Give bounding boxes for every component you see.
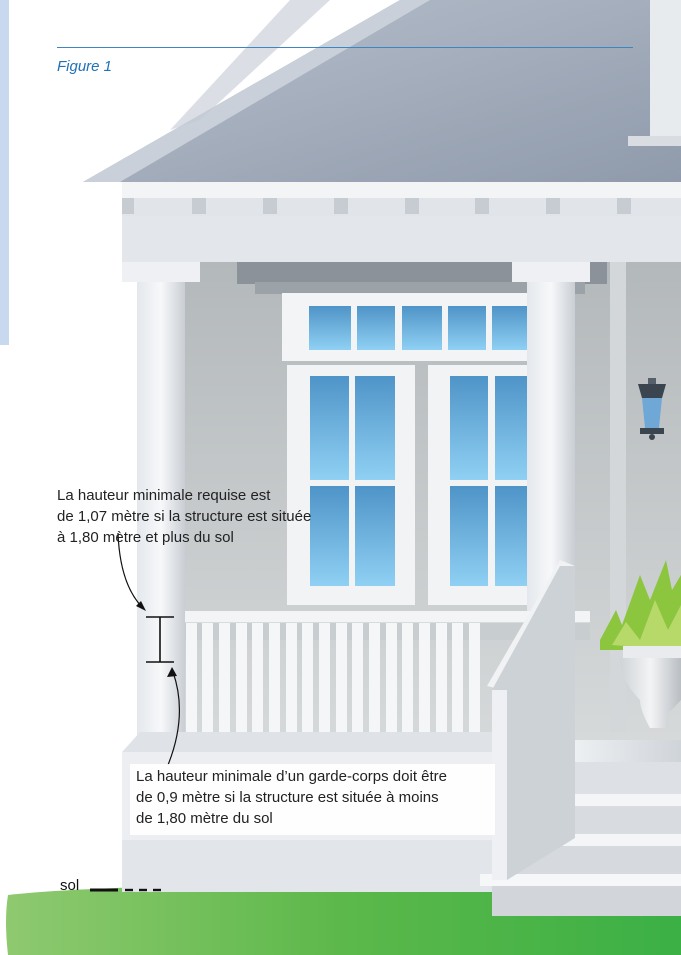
note-line: à 1,80 mètre et plus du sol [57,527,311,548]
dormer [650,0,681,140]
note-line: de 1,07 mètre si la structure est située [57,506,311,527]
ground-label: sol [60,877,79,894]
transom-panes [309,306,528,350]
header-rule [57,47,633,48]
porch-floor [122,732,520,752]
porch-beam [122,182,681,198]
figure-label: Figure 1 [57,58,112,75]
minimum-height-note-low: La hauteur minimale d’un garde-corps doi… [130,764,495,835]
note-line: de 1,80 mètre du sol [136,808,489,829]
minimum-height-note-high: La hauteur minimale requise est de 1,07 … [57,485,311,548]
note-line: de 0,9 mètre si la structure est située … [136,787,489,808]
note-line: La hauteur minimale d’un garde-corps doi… [136,766,489,787]
note-line: La hauteur minimale requise est [57,485,311,506]
